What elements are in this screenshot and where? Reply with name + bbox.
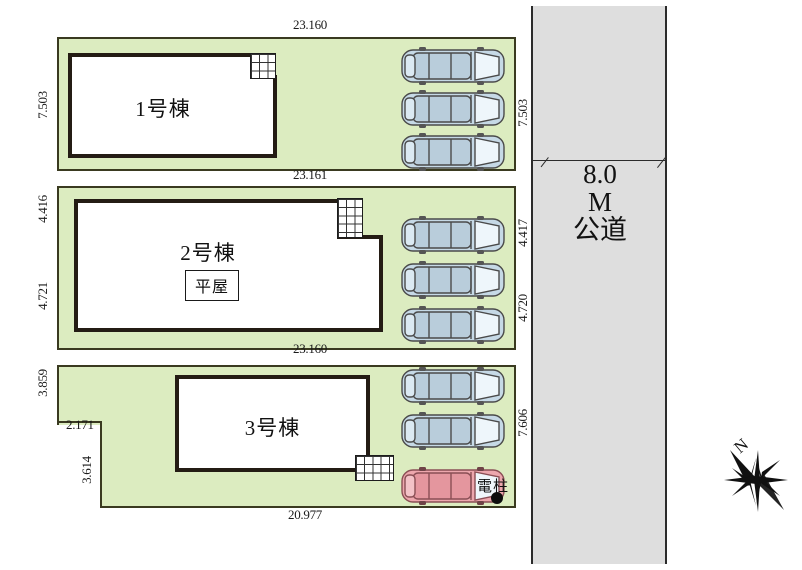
road-dim-lower: 7.606 [515,409,530,437]
utility-pole-marker-icon [491,492,503,504]
lot-3-house-main [175,375,370,472]
parking-car-highlighted [401,467,505,505]
lot-2-hiraya-badge: 平屋 [185,270,240,301]
road-label: 8.0 M 公道 [543,160,657,244]
lot-3-balcony-grid [355,455,394,481]
road-dim-lower-middle: 4.720 [515,294,530,322]
lot-1-house-wing [253,75,277,158]
lot-2-house-main [74,199,342,332]
parking-car-2 [401,90,505,128]
parking-car-6 [401,306,505,344]
parking-car-3 [401,133,505,171]
lot-1-balcony-grid [250,53,276,79]
lot-2-house-wing [337,235,383,332]
lot-2-dim-left-lower: 4.721 [35,282,50,310]
lot-2-dim-bottom: 23.160 [293,341,327,356]
road-label-line-3: 公道 [573,215,627,246]
road-boundary-divider [531,160,667,161]
lot-1-house-main [68,53,258,158]
lot-3-dim-notch-top: 2.171 [66,417,94,432]
compass-rose-icon: N [724,435,788,512]
parking-car-1 [401,47,505,85]
parking-car-5 [401,261,505,299]
lot-1-building-label: 1号棟 [135,97,191,121]
lot-3-dim-left-upper: 3.859 [35,369,50,397]
road-dim-upper: 7.503 [515,99,530,127]
lot-2-balcony-grid [337,198,363,238]
lot-1-dim-bottom: 23.161 [293,167,327,182]
lot-3-notch-top-edge [57,421,102,423]
parking-car-8 [401,412,505,450]
road-label-line-2: M [587,187,612,218]
road-dim-middle: 4.417 [515,219,530,247]
compass-north-label: N [730,435,752,457]
road-label-line-1: 8.0 [583,159,617,189]
parking-car-7 [401,367,505,405]
lot-3-dim-notch-left: 3.614 [79,456,94,484]
lot-1-dim-top: 23.160 [293,17,327,32]
parking-car-4 [401,216,505,254]
lot-2-building-label: 2号棟 [180,241,236,265]
lot-3-building-label: 3号棟 [244,416,301,440]
lot-1-dim-left: 7.503 [35,91,50,119]
utility-pole-label: 電柱 [477,479,510,495]
public-road-area [531,6,667,564]
lot-2-dim-left-upper: 4.416 [35,195,50,223]
lot-3-dim-bottom: 20.977 [288,507,322,522]
